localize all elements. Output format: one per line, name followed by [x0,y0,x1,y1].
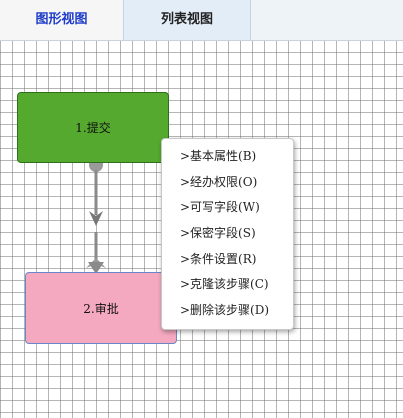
menu-item-clone-step[interactable]: >克隆该步骤(C) [180,277,269,292]
tab-list-view[interactable]: 列表视图 [124,0,251,40]
node-context-menu: >基本属性(B) >经办权限(O) >可写字段(W) >保密字段(S) >条件设… [161,138,294,330]
view-tab-bar: 图形视图 列表视图 [0,0,403,41]
menu-item-writable-fields[interactable]: >可写字段(W) [180,200,260,215]
menu-item-handling-permissions[interactable]: >经办权限(O) [180,174,258,189]
flow-node-approve[interactable]: 2.审批 [25,272,177,344]
flow-node-approve-label: 2.审批 [83,301,119,316]
menu-item-basic-properties[interactable]: >基本属性(B) [180,149,257,163]
menu-item-secret-fields[interactable]: >保密字段(S) [180,226,256,241]
flow-node-submit-label: 1.提交 [75,121,111,135]
menu-item-condition-settings[interactable]: >条件设置(R) [180,251,257,266]
tab-graphic-view[interactable]: 图形视图 [0,0,124,40]
menu-item-delete-step[interactable]: >删除该步骤(D) [180,303,270,318]
flow-node-submit[interactable]: 1.提交 [17,92,169,163]
